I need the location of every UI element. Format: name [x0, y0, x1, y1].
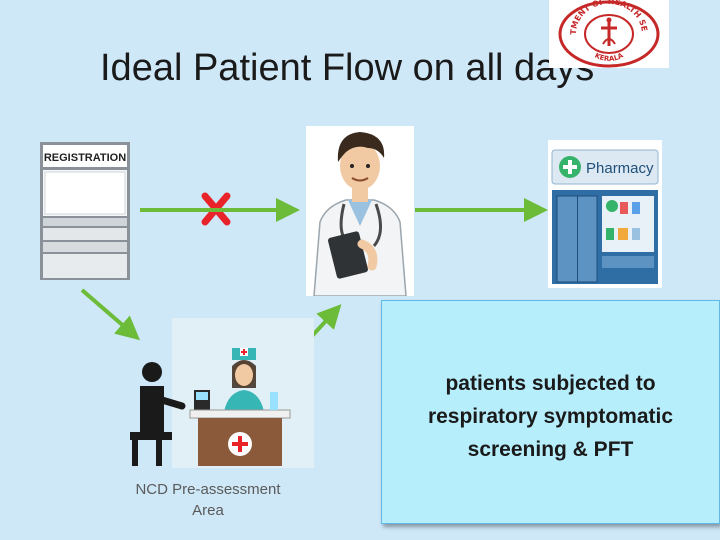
registration-label: REGISTRATION [44, 152, 126, 164]
page-title: Ideal Patient Flow on all days [100, 47, 595, 89]
svg-text:KERALA: KERALA [593, 51, 625, 63]
doctor-illustration [306, 126, 414, 297]
pharmacy-label: Pharmacy [586, 160, 654, 177]
registration-counter: REGISTRATION [40, 142, 132, 282]
info-line-3: screening & PFT [467, 438, 634, 461]
ncd-area-label: NCD Pre-assessment Area [118, 479, 298, 521]
ncd-label-line2: Area [192, 502, 224, 519]
ncd-assessment-illustration [126, 340, 296, 470]
arrow-registration-to-ncd [80, 288, 141, 341]
department-logo: DEPARTMENT OF HEALTH SERVICES KERALA [546, 0, 669, 68]
logo-bottom-text: KERALA [593, 51, 625, 63]
screening-info-box: patients subjected to respiratory sympto… [381, 300, 720, 524]
ncd-label-line1: NCD Pre-assessment [135, 481, 281, 498]
info-line-1: patients subjected to [445, 372, 656, 395]
pharmacy-illustration: Pharmacy [548, 140, 662, 288]
info-line-2: respiratory symptomatic [427, 405, 674, 428]
